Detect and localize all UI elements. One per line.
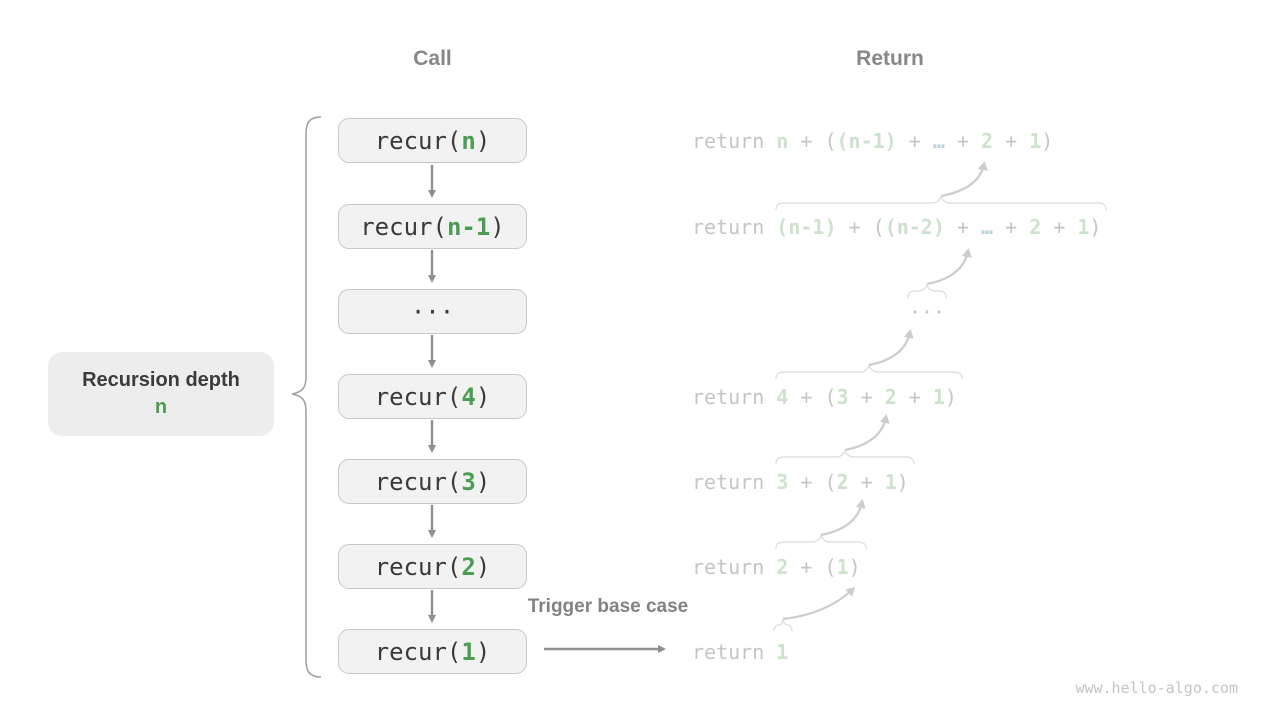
code-segment: 1: [776, 639, 789, 664]
code-segment: recur(: [360, 212, 447, 241]
return-line-2: return 2 + (1): [692, 544, 861, 589]
code-segment: +: [993, 214, 1030, 239]
code-segment: 1: [836, 554, 849, 579]
code-segment: 4: [461, 382, 476, 411]
return-line-ellipsis: ···: [905, 289, 949, 334]
call-box-recur-n: recur(n): [338, 118, 527, 163]
code-segment: ): [475, 382, 491, 411]
code-segment: recur(: [374, 637, 462, 666]
code-segment: n: [776, 128, 789, 153]
return-flow-arrow: [926, 248, 972, 286]
code-segment: return: [692, 554, 777, 579]
return-flow-arrow: [820, 499, 866, 537]
code-segment: 3: [776, 469, 789, 494]
code-segment: + (: [836, 214, 885, 239]
code-segment: 1: [932, 384, 945, 409]
code-segment: n: [461, 126, 476, 155]
code-segment: +: [848, 384, 885, 409]
code-segment: 2: [884, 384, 897, 409]
code-segment: +: [993, 128, 1030, 153]
code-segment: 3: [836, 384, 849, 409]
return-column-header: Return: [856, 47, 924, 70]
code-segment: + (: [788, 469, 837, 494]
code-segment: ): [848, 554, 861, 579]
code-segment: ): [944, 384, 957, 409]
code-segment: 4: [776, 384, 789, 409]
code-segment: +: [1041, 214, 1078, 239]
code-segment: 3: [461, 467, 476, 496]
code-segment: …: [981, 214, 994, 239]
code-segment: 1: [1077, 214, 1090, 239]
return-flow-arrow: [868, 329, 914, 367]
call-box-recur-4: recur(4): [338, 374, 527, 419]
code-segment: ···: [410, 297, 455, 326]
code-segment: 2: [981, 128, 994, 153]
code-segment: recur(: [374, 552, 462, 581]
call-column-header: Call: [413, 47, 452, 70]
code-segment: 2: [836, 469, 849, 494]
code-segment: ): [475, 637, 491, 666]
code-segment: ): [475, 467, 491, 496]
code-segment: 2: [461, 552, 476, 581]
code-segment: 1: [461, 637, 476, 666]
call-box-recur-1: recur(1): [338, 629, 527, 674]
code-segment: ): [490, 212, 505, 241]
watermark: www.hello-algo.com: [1075, 679, 1238, 697]
return-line-n: return n + ((n-1) + … + 2 + 1): [692, 118, 1053, 163]
code-segment: ): [1041, 128, 1054, 153]
code-segment: ): [1089, 214, 1102, 239]
call-box-ellipsis: ···: [338, 289, 527, 334]
code-segment: 1: [1029, 128, 1042, 153]
code-segment: (n-2): [884, 214, 945, 239]
recursion-depth-label: Recursion depth n: [48, 352, 274, 436]
code-segment: + (: [788, 384, 837, 409]
code-segment: ): [475, 552, 491, 581]
code-segment: return: [692, 214, 777, 239]
code-segment: recur(: [374, 382, 462, 411]
recursion-depth-title: Recursion depth: [82, 369, 240, 391]
return-line-3: return 3 + (2 + 1): [692, 459, 909, 504]
code-segment: ): [475, 126, 491, 155]
code-segment: +: [944, 214, 982, 239]
code-segment: recur(: [374, 467, 462, 496]
code-segment: 2: [776, 554, 789, 579]
recursion-depth-value: n: [154, 396, 168, 418]
code-segment: + (: [788, 554, 837, 579]
code-segment: + (: [788, 128, 837, 153]
trigger-base-case-label: Trigger base case: [527, 596, 689, 617]
code-segment: return: [692, 384, 777, 409]
code-segment: (n-1): [836, 128, 897, 153]
code-segment: +: [896, 384, 933, 409]
code-segment: (n-1): [776, 214, 837, 239]
code-segment: +: [848, 469, 885, 494]
call-box-recur-2: recur(2): [338, 544, 527, 589]
return-line-4: return 4 + (3 + 2 + 1): [692, 374, 957, 419]
code-segment: return: [692, 639, 777, 664]
code-segment: +: [896, 128, 933, 153]
code-segment: …: [932, 128, 945, 153]
code-segment: n-1: [446, 212, 491, 241]
code-segment: recur(: [374, 126, 462, 155]
call-box-recur-n1: recur(n-1): [338, 204, 527, 249]
code-segment: ···: [908, 299, 946, 324]
code-segment: 2: [1029, 214, 1042, 239]
return-flow-arrow: [844, 414, 890, 452]
code-segment: +: [944, 128, 982, 153]
return-flow-arrow: [782, 586, 856, 621]
return-flow-arrow: [940, 161, 988, 198]
return-line-n1: return (n-1) + ((n-2) + … + 2 + 1): [692, 204, 1101, 249]
code-segment: return: [692, 469, 777, 494]
return-line-1: return 1: [692, 629, 788, 674]
recursion-depth-brace: [291, 116, 322, 678]
call-box-recur-3: recur(3): [338, 459, 527, 504]
code-segment: 1: [884, 469, 897, 494]
code-segment: ): [896, 469, 909, 494]
code-segment: return: [692, 128, 777, 153]
